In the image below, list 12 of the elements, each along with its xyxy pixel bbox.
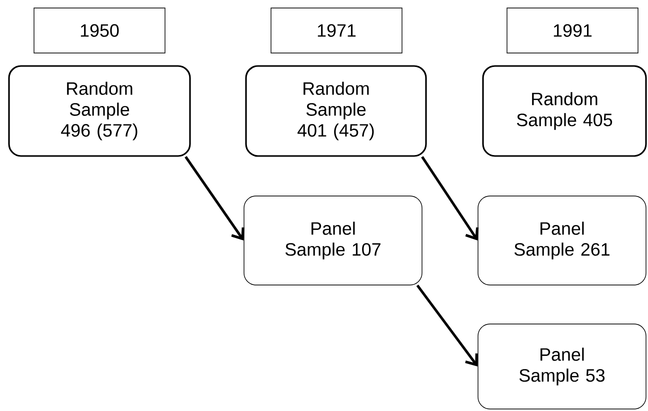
panel-sample-box: Panel Sample 261 bbox=[478, 196, 646, 286]
year-box: 1950 bbox=[34, 8, 166, 54]
year-box: 1991 bbox=[506, 8, 638, 54]
random-sample-box: Random Sample 496 (577) bbox=[8, 65, 191, 157]
arrow bbox=[184, 156, 244, 240]
year-box: 1971 bbox=[270, 8, 402, 54]
random-sample-box: Random Sample 405 bbox=[482, 65, 647, 157]
random-sample-box: Random Sample 401 (457) bbox=[245, 65, 427, 157]
arrow bbox=[416, 284, 478, 366]
panel-sample-box: Panel Sample 53 bbox=[478, 324, 646, 410]
panel-sample-box: Panel Sample 107 bbox=[244, 196, 422, 286]
arrow bbox=[421, 156, 479, 240]
